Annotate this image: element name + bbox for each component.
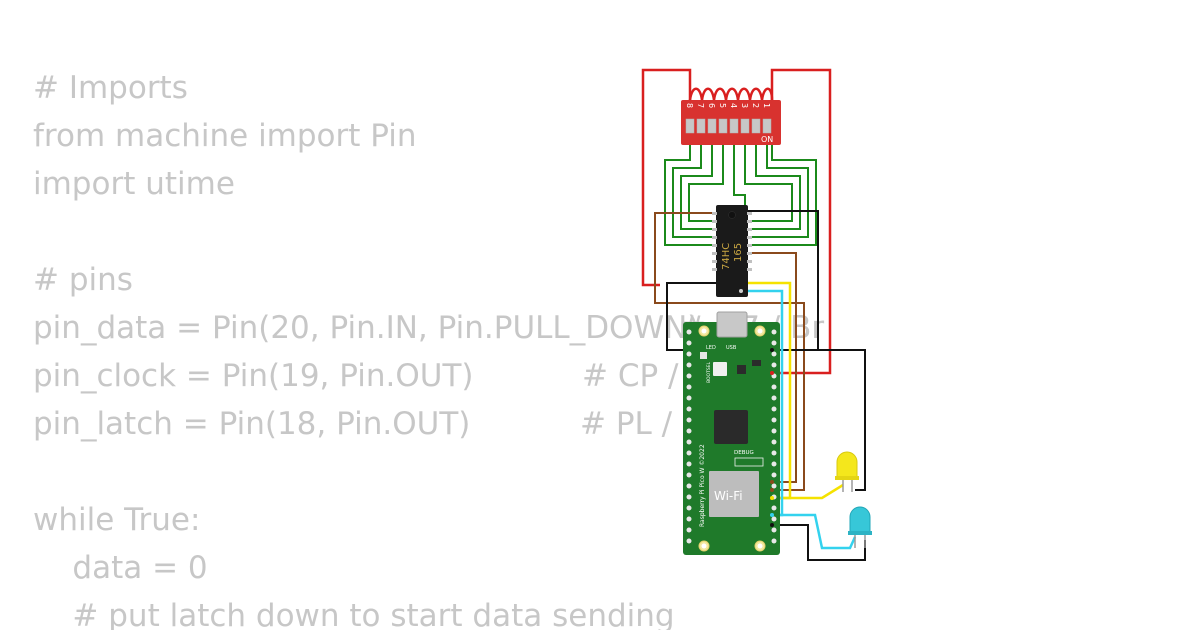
pico-board-label: Raspberry Pi Pico W ©2022 xyxy=(699,444,706,527)
chip-body xyxy=(716,205,748,297)
brown-wires xyxy=(654,212,805,491)
yellow-led xyxy=(835,451,859,492)
code-line-while: while True: xyxy=(33,502,201,538)
pico-component-2 xyxy=(752,360,761,366)
chip-label-line2: 165 xyxy=(733,243,744,262)
dip-number-1: 1 xyxy=(762,103,771,108)
pico-debug-label: DEBUG xyxy=(734,450,754,456)
dip-number-2: 2 xyxy=(751,103,760,108)
usb-connector xyxy=(716,311,748,338)
cyan-led xyxy=(848,506,872,548)
dip-number-4: 4 xyxy=(729,103,738,108)
code-line-pin-data: pin_data = Pin(20, Pin.IN, Pin.PULL_DOWN… xyxy=(33,310,700,346)
pico-pins-right xyxy=(771,329,777,544)
dip-number-5: 5 xyxy=(718,103,727,108)
rp2040-chip xyxy=(714,410,748,444)
pico-bootsel-label: BOOTSEL xyxy=(706,361,712,383)
pico-wire-dots xyxy=(770,348,774,527)
pico-led-label: LED xyxy=(706,345,716,351)
dip-switch-toggles xyxy=(685,118,772,134)
dip-number-3: 3 xyxy=(740,103,749,108)
code-line-pin-latch: pin_latch = Pin(18, Pin.OUT) xyxy=(33,406,471,442)
code-line-latch-comment: # put latch down to start data sending xyxy=(33,598,675,630)
yellow-led-rim xyxy=(835,476,859,480)
chip-notch xyxy=(728,211,736,219)
green-wires xyxy=(664,145,817,246)
code-comment-clock: # CP / xyxy=(582,358,679,394)
pico-component-1 xyxy=(737,365,746,374)
pico-wifi-label: Wi-Fi xyxy=(714,489,743,503)
bootsel-button xyxy=(713,362,727,376)
cyan-led-rim xyxy=(848,531,872,535)
shift-register-chip: 74HC 165 xyxy=(712,205,752,297)
code-line-imports-comment: # Imports xyxy=(33,70,188,106)
wifi-module xyxy=(709,471,759,517)
pico-usb-label: USB xyxy=(726,345,737,351)
code-line-pin-clock: pin_clock = Pin(19, Pin.OUT) xyxy=(33,358,474,394)
dip-on-label: ON xyxy=(761,135,773,144)
cyan-led-body xyxy=(849,506,871,534)
pico-w-board: LED USB BOOTSEL DEBUG Wi-Fi Raspberry Pi… xyxy=(683,311,780,555)
dip-switch: 8 7 6 5 4 3 2 1 ON xyxy=(681,100,781,145)
dip-number-8: 8 xyxy=(685,103,694,108)
debug-header xyxy=(734,457,764,467)
pico-pins-left xyxy=(686,329,692,544)
dip-number-6: 6 xyxy=(707,103,716,108)
code-line-data-zero: data = 0 xyxy=(33,550,208,586)
dip-number-7: 7 xyxy=(696,103,705,108)
yellow-led-body xyxy=(836,451,858,479)
red-wires xyxy=(641,68,832,375)
code-line-pins-comment: # pins xyxy=(33,262,133,298)
code-line-import-pin: from machine import Pin xyxy=(33,118,417,154)
chip-pins-right xyxy=(747,212,752,271)
chip-pin1-dot xyxy=(739,289,743,293)
chip-label-line1: 74HC xyxy=(721,243,732,270)
chip-pins-left xyxy=(712,212,717,271)
pico-led xyxy=(700,352,707,359)
code-line-import-utime: import utime xyxy=(33,166,235,202)
mounting-holes xyxy=(698,325,766,552)
